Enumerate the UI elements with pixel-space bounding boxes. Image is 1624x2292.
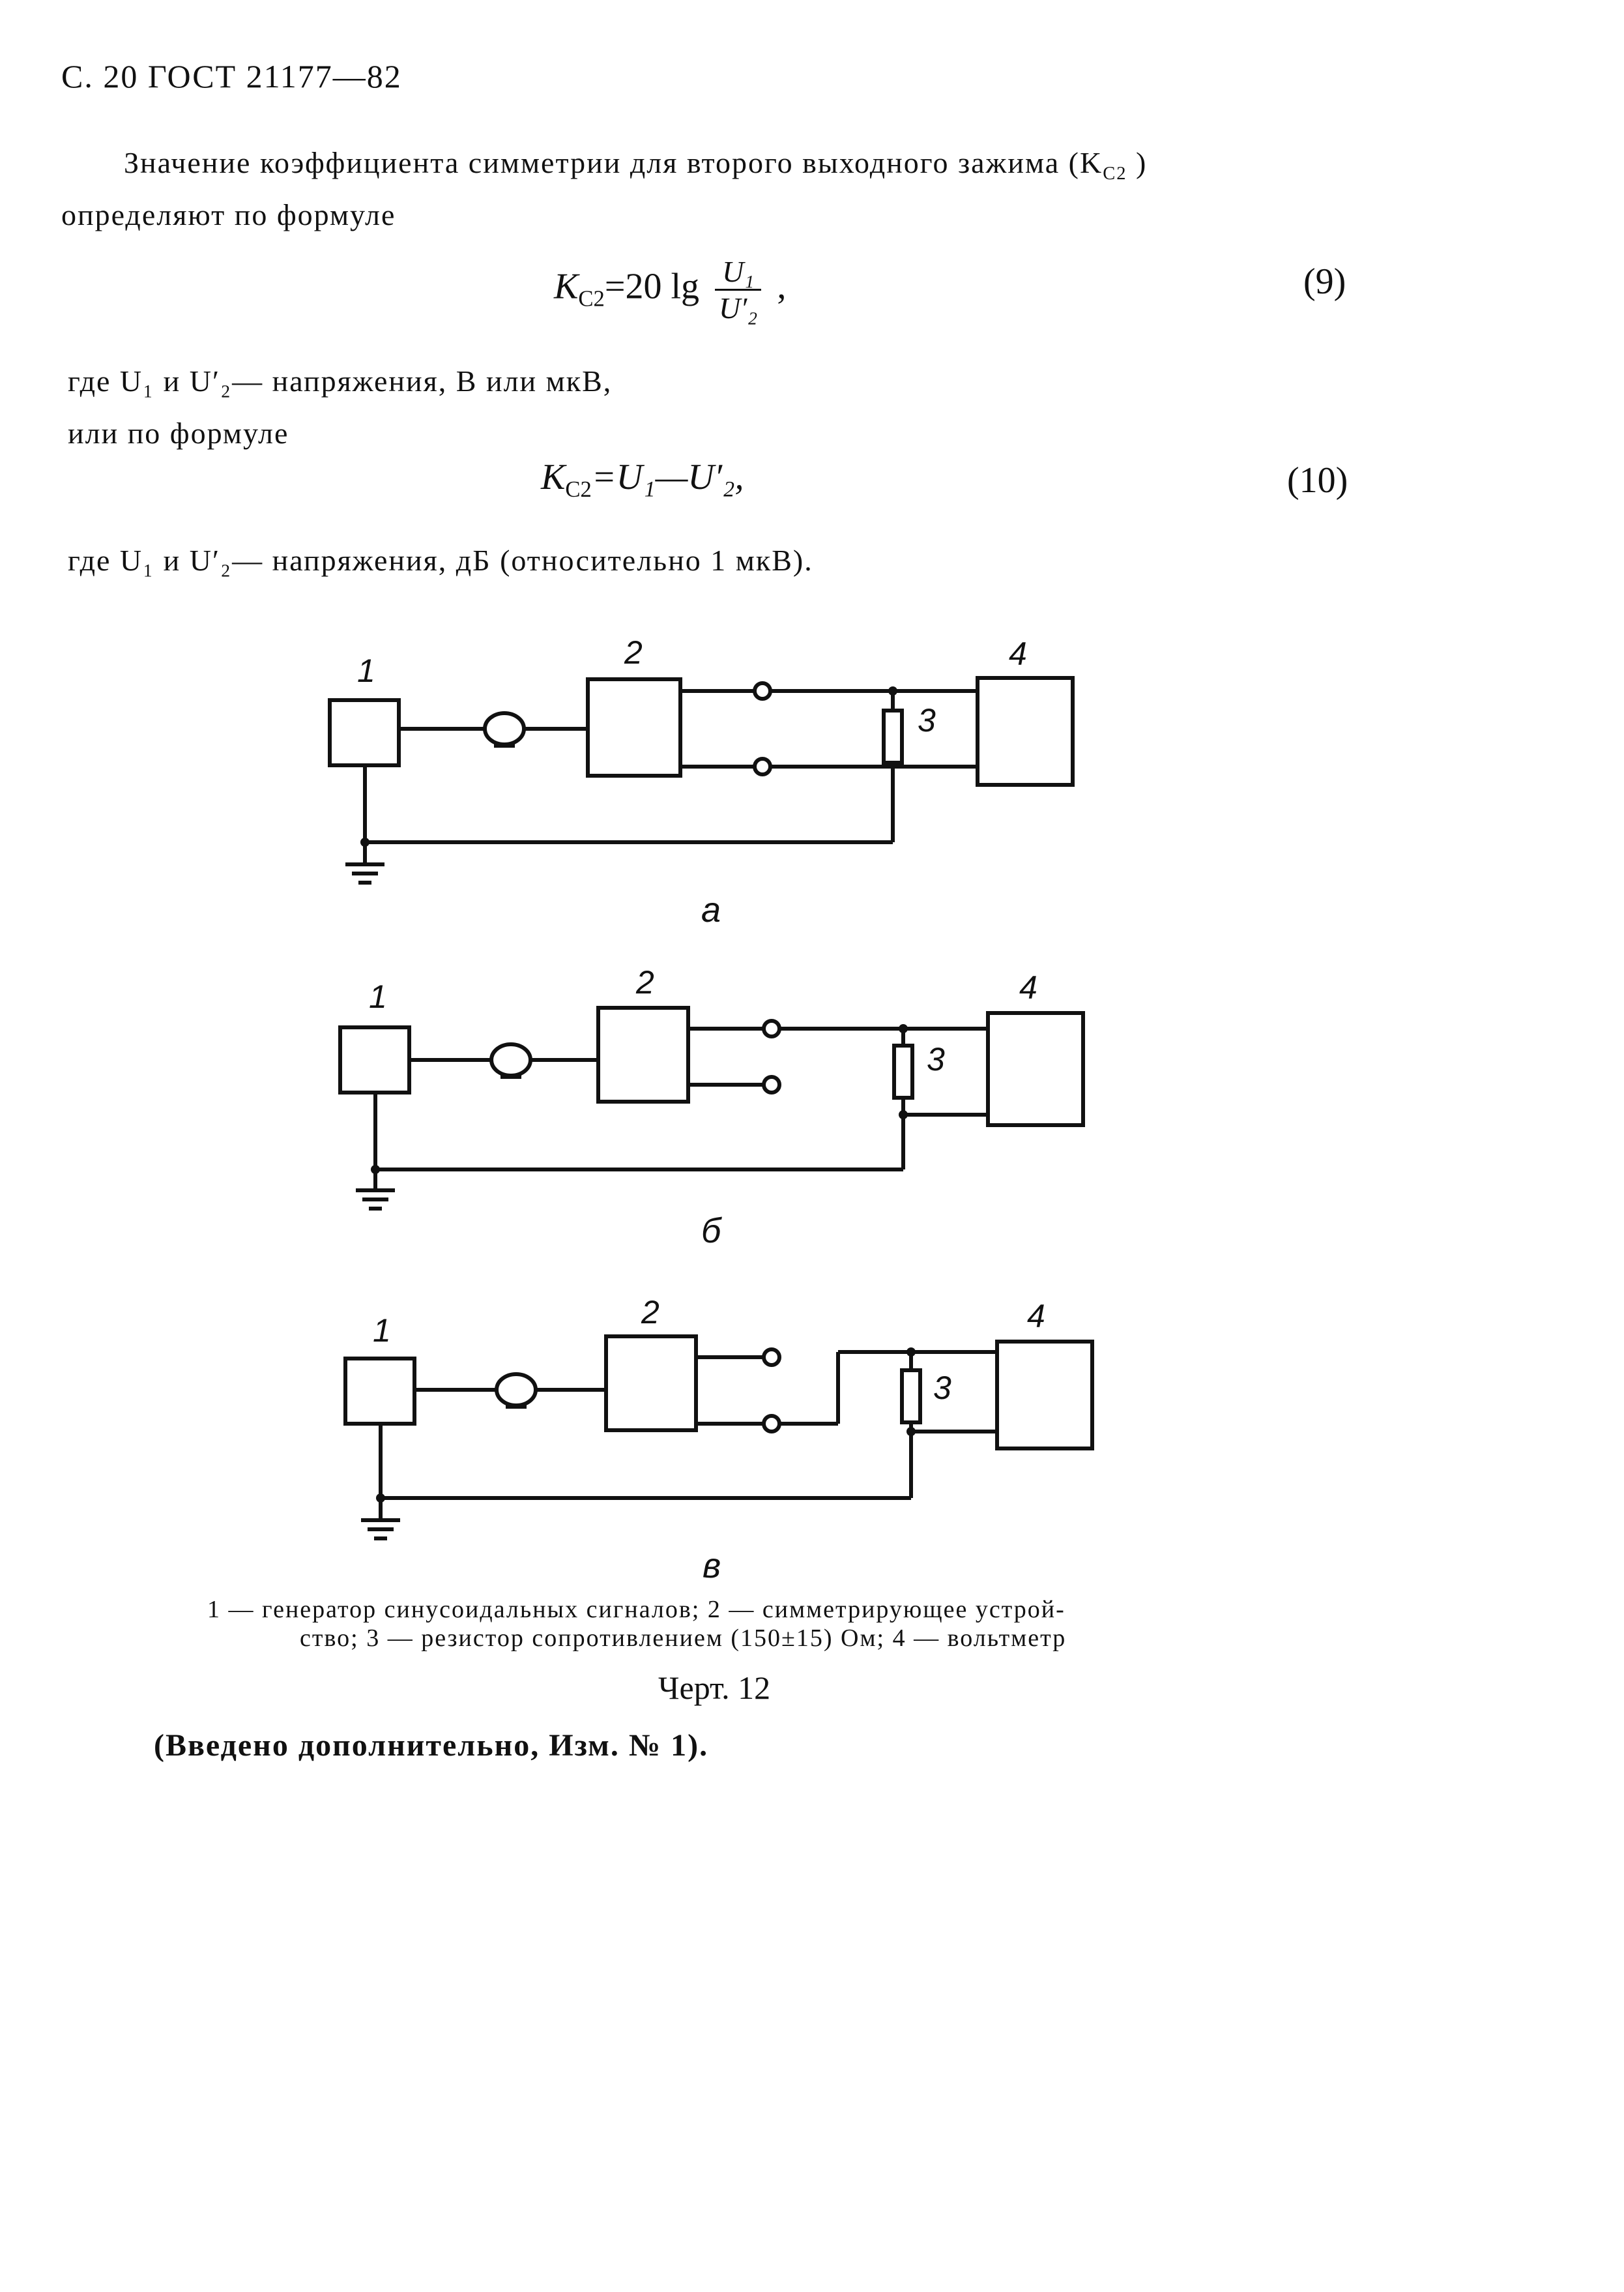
formula-9-number: (9): [1303, 261, 1346, 302]
label-b-2: 2: [635, 964, 654, 1001]
formula-9-tail: ,: [777, 266, 787, 307]
circuit-a: [328, 676, 1075, 885]
label-c-3: 3: [933, 1370, 951, 1406]
circuit-b: [338, 1006, 1085, 1211]
circuit-c-resistor: [900, 1368, 922, 1424]
label-a-1: 1: [357, 653, 375, 689]
label-b-4: 4: [1019, 969, 1037, 1006]
label-c-1: 1: [373, 1312, 391, 1349]
formula-10-lhs: K: [541, 457, 566, 497]
intro-text: Значение коэффициента симметрии для втор…: [124, 146, 1103, 179]
label-b-3: 3: [927, 1041, 945, 1078]
caption-line-1: 1 — генератор синусоидальных сигналов; 2…: [207, 1596, 1066, 1623]
formula-9: KC2=20 lg U₁ U′₂ ,: [554, 254, 786, 325]
label-a-3: 3: [918, 702, 936, 739]
formula-10: KC2=U₁—U′₂,: [541, 456, 744, 503]
caption-line-2: ство; 3 — резистор сопротивлением (150±1…: [300, 1624, 1067, 1652]
label-a-4: 4: [1009, 636, 1027, 672]
formula-9-eq: =20 lg: [604, 266, 700, 307]
circuit-b-voltmeter: [986, 1011, 1085, 1127]
label-c-4: 4: [1027, 1298, 1045, 1334]
label-a-2: 2: [624, 634, 643, 671]
where-2: где U₁ и U′₂— напряжения, дБ (относитель…: [68, 544, 813, 577]
intro-line-2: определяют по формуле: [61, 198, 396, 231]
formula-10-rhs: =U₁—U′₂,: [591, 457, 744, 497]
circuit-b-generator: [338, 1025, 411, 1095]
formula-9-lhs: K: [554, 266, 579, 307]
circuit-a-resistor: [882, 709, 904, 765]
formula-9-fraction: U₁ U′₂: [715, 254, 762, 325]
intro-close: ): [1136, 146, 1148, 179]
circuit-b-cable-icon: [489, 1042, 532, 1078]
where-1: где U₁ и U′₂— напряжения, В или мкВ,: [68, 364, 613, 398]
circuit-b-balancing-device: [596, 1006, 690, 1104]
page-header: С. 20 ГОСТ 21177—82: [61, 58, 402, 95]
circuit-a-generator: [328, 698, 401, 767]
circuit-c-voltmeter: [995, 1340, 1094, 1450]
label-c-2: 2: [641, 1294, 660, 1330]
formula-10-lhs-sub: C2: [565, 477, 592, 503]
label-b-1: 1: [369, 978, 387, 1015]
amendment-note: (Введено дополнительно, Изм. № 1).: [154, 1728, 709, 1763]
formula-9-lhs-sub: C2: [578, 286, 605, 312]
circuit-c-balancing-device: [604, 1334, 698, 1432]
circuit-c-cable-icon: [495, 1372, 538, 1407]
variant-c-label: в: [703, 1546, 721, 1585]
formula-10-number: (10): [1287, 460, 1348, 501]
circuit-a-cable-icon: [483, 711, 526, 746]
variant-b-label: б: [701, 1211, 722, 1250]
circuit-c: [343, 1334, 1094, 1540]
circuit-a-voltmeter: [976, 676, 1075, 787]
intro-subscript: C2: [1103, 164, 1127, 184]
variant-a-label: а: [701, 890, 721, 930]
circuit-b-resistor: [892, 1044, 914, 1100]
circuit-c-generator: [343, 1357, 416, 1426]
figure-label: Черт. 12: [658, 1669, 771, 1706]
formula-9-numerator: U₁: [715, 254, 762, 291]
circuit-a-balancing-device: [586, 677, 682, 778]
formula-9-denominator: U′₂: [719, 291, 758, 325]
or-formula: или по формуле: [68, 417, 289, 450]
intro-line-1: Значение коэффициента симметрии для втор…: [124, 137, 1147, 200]
